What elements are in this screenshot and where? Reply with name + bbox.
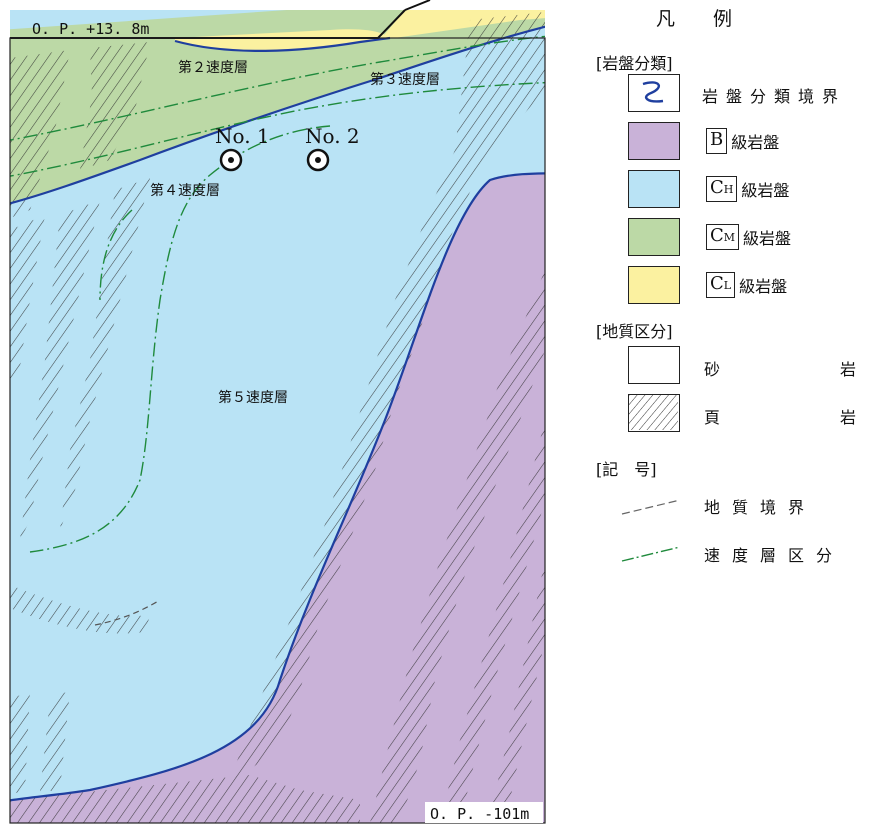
borehole-no2-label: No. 2 bbox=[305, 124, 360, 148]
borehole-no1-label: No. 1 bbox=[215, 124, 270, 148]
shale-hatching-right bbox=[10, 12, 545, 823]
borehole-no2[interactable]: No. 2 bbox=[305, 124, 360, 172]
rock-class-header: [岩盤分類] bbox=[596, 54, 673, 73]
layer-label-2: 第２速度層 bbox=[178, 59, 248, 76]
ground-surface-right bbox=[404, 0, 431, 11]
symbol-header: [記 号] bbox=[596, 460, 657, 479]
layer-label-5: 第５速度層 bbox=[218, 389, 288, 406]
section-frame bbox=[9, 37, 546, 824]
sandstone-label-b: 岩 bbox=[840, 360, 857, 379]
cl-grade-label: CL 級岩盤 bbox=[706, 272, 787, 298]
shale-swatch bbox=[628, 394, 680, 432]
shale-label-a: 頁 bbox=[704, 408, 721, 427]
velocity-division-label: 速度層区分 bbox=[704, 546, 845, 565]
legend: 凡 例 [岩盤分類] 岩盤分類境界 B 級岩盤 CH 級岩盤 CM 級岩盤 CL… bbox=[592, 0, 883, 600]
cl-grade-swatch bbox=[628, 266, 680, 304]
sandstone-swatch bbox=[628, 346, 680, 384]
elevation-bottom-bg bbox=[425, 802, 543, 823]
rock-class-boundaries bbox=[10, 25, 545, 802]
shale-hatching bbox=[10, 42, 150, 795]
cm-grade-swatch bbox=[628, 218, 680, 256]
legend-title: 凡 例 bbox=[656, 8, 733, 30]
ch-grade-swatch bbox=[628, 170, 680, 208]
b-grade-swatch bbox=[628, 122, 680, 160]
geologic-boundary-line bbox=[94, 599, 161, 626]
cm-grade-label: CM 級岩盤 bbox=[706, 224, 791, 250]
rock-boundary-label: 岩盤分類境界 bbox=[702, 87, 847, 106]
ch-grade-label: CH 級岩盤 bbox=[706, 176, 789, 202]
layer-label-3: 第３速度層 bbox=[370, 71, 440, 88]
sandstone-label-a: 砂 bbox=[704, 360, 721, 379]
geologic-boundary-label: 地質境界 bbox=[704, 498, 817, 517]
b-grade-label: B 級岩盤 bbox=[706, 128, 779, 154]
borehole-no1[interactable]: No. 1 bbox=[215, 124, 270, 172]
elevation-bottom: O. P. -101m bbox=[430, 805, 529, 823]
geologic-boundary-symbol bbox=[621, 499, 681, 515]
geologic-cross-section: O. P. +13. 8m O. P. -101m 第２速度層 第３速度層 第４… bbox=[9, 0, 546, 824]
elevation-top: O. P. +13. 8m bbox=[32, 20, 149, 38]
shale-label-b: 岩 bbox=[840, 408, 857, 427]
rock-boundary-swatch bbox=[628, 74, 680, 112]
velocity-division-symbol bbox=[621, 546, 681, 562]
layer-label-4: 第４速度層 bbox=[150, 182, 220, 199]
geology-header: [地質区分] bbox=[596, 322, 673, 341]
